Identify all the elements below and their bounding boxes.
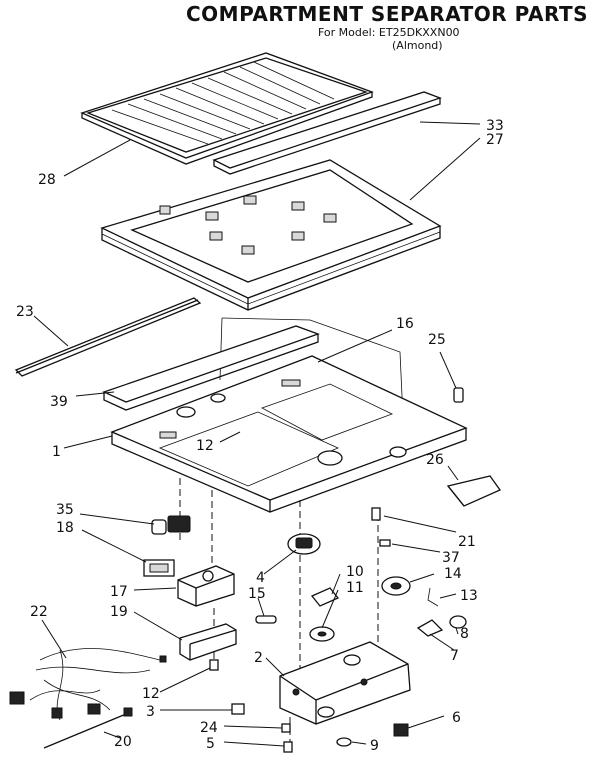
part-24-screw — [281, 723, 291, 733]
page-title: COMPARTMENT SEPARATOR PARTS — [186, 2, 588, 26]
callout-24: 24 — [200, 720, 218, 736]
part-28-shelf-grille — [80, 52, 374, 165]
part-14-fan — [381, 576, 411, 596]
callout-14: 14 — [444, 566, 462, 582]
callout-27: 27 — [486, 132, 504, 148]
callout-39: 39 — [50, 394, 68, 410]
callout-5: 5 — [206, 736, 215, 752]
callout-10: 10 — [346, 564, 364, 580]
part-17-control-housing — [177, 565, 235, 607]
callout-2: 2 — [254, 650, 263, 666]
callout-12-lower: 12 — [142, 686, 160, 702]
callout-15: 15 — [248, 586, 266, 602]
callout-13: 13 — [460, 588, 478, 604]
callout-21: 21 — [458, 534, 476, 550]
part-18-bezel — [143, 559, 175, 577]
callout-4: 4 — [256, 570, 265, 586]
part-11-grommet — [309, 626, 335, 642]
callout-labels: 28 33 27 23 16 25 39 1 12 26 35 18 21 37… — [16, 118, 504, 754]
callout-19: 19 — [110, 604, 128, 620]
callout-3: 3 — [146, 704, 155, 720]
callout-35: 35 — [56, 502, 74, 518]
callout-12: 12 — [196, 438, 214, 454]
callout-18: 18 — [56, 520, 74, 536]
part-13-wire-lead — [427, 587, 439, 607]
part-6-switch — [393, 723, 409, 737]
part-21-screw — [371, 507, 381, 521]
part-8-screw — [449, 615, 467, 629]
part-23-rail — [14, 297, 202, 377]
callout-23: 23 — [16, 304, 34, 320]
callout-11: 11 — [346, 580, 364, 596]
part-16-heater-wire — [219, 317, 405, 441]
part-7-bracket — [416, 619, 444, 637]
part-5-screw — [283, 741, 293, 753]
callout-17: 17 — [110, 584, 128, 600]
part-20-probe-wire — [43, 707, 133, 749]
part-39-bar — [102, 325, 320, 411]
leader-lines — [33, 121, 481, 747]
part-2-base-plate — [279, 641, 411, 725]
part-33-strip — [212, 91, 442, 175]
callout-37: 37 — [442, 550, 460, 566]
callout-26: 26 — [426, 452, 444, 468]
part-37-spacer — [379, 539, 391, 547]
part-26-duct — [446, 475, 501, 507]
part-22-wire-harness — [9, 648, 167, 721]
part-25-clip — [453, 387, 464, 403]
part-12-screw-lower — [209, 659, 219, 671]
model-number: For Model: ET25DKXXN00 — [318, 26, 460, 39]
callout-1: 1 — [52, 444, 61, 460]
callout-20: 20 — [114, 734, 132, 750]
callout-7: 7 — [450, 648, 459, 664]
callout-8: 8 — [460, 626, 469, 642]
callout-28: 28 — [38, 172, 56, 188]
callout-9: 9 — [370, 738, 379, 754]
part-27-frame — [100, 159, 442, 311]
part-10-clip — [310, 587, 340, 607]
part-4-damper — [287, 533, 321, 555]
callout-22: 22 — [30, 604, 48, 620]
part-9-washer — [336, 737, 352, 747]
callout-33: 33 — [486, 118, 504, 134]
callout-6: 6 — [452, 710, 461, 726]
part-19-bracket — [179, 623, 237, 661]
part-1-separator-pan — [110, 355, 468, 513]
part-35-knob — [151, 515, 191, 535]
color-variant: (Almond) — [392, 39, 443, 52]
part-3-connector — [231, 703, 245, 715]
part-15-tube — [255, 615, 277, 624]
callout-16: 16 — [396, 316, 414, 332]
callout-25: 25 — [428, 332, 446, 348]
